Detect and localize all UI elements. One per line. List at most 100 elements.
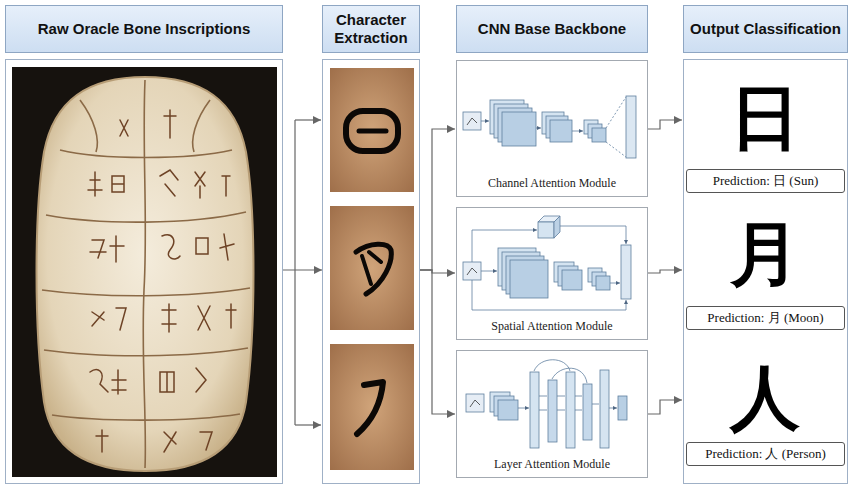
attention-module-box: Layer Attention Module: [456, 350, 648, 478]
spatial-attention-network-part: [560, 226, 626, 244]
inscription-marks-part: [110, 236, 124, 262]
character-tile: [330, 68, 414, 470]
channel-attention-network-part: [467, 118, 477, 125]
column-panel-part: [323, 60, 420, 484]
column-panel-part: [684, 60, 848, 484]
inscription-marks-part: [160, 372, 174, 392]
shell-seam-part: [42, 288, 250, 296]
flow-arrow: [420, 270, 455, 414]
inscription-marks-part: [196, 368, 206, 392]
input-column: Raw Oracle Bone Inscriptions: [5, 5, 283, 484]
prediction-box: Prediction: 月 (Moon): [686, 306, 845, 330]
prediction-box: Prediction: 日 (Sun): [686, 169, 845, 193]
split-bracket-part: [295, 119, 321, 120]
layer-attention-network-part: [618, 396, 627, 420]
inscription-marks-part: [162, 235, 180, 259]
shell-seam-part: [60, 150, 232, 158]
column-title: Raw Oracle Bone Inscriptions: [38, 20, 251, 38]
module-caption: Layer Attention Module: [494, 457, 610, 472]
shell-seam-part: [46, 212, 246, 222]
layer-attention-network-part: [530, 372, 539, 448]
channel-attention-network-part: [502, 112, 536, 146]
inscription-marks-part: [220, 234, 234, 260]
channel-attention-network-part: [592, 128, 606, 142]
character-tile-part: [330, 206, 414, 330]
spatial-attention-network-part: [481, 271, 497, 272]
spatial-attention-network-part: [467, 268, 477, 275]
prediction-text: Prediction: 日 (Sun): [713, 172, 818, 190]
spatial-attention-network-part: [472, 230, 537, 262]
prediction-box: Prediction: 人 (Person): [686, 442, 845, 466]
output-character: 月: [730, 219, 800, 289]
channel-attention-network-part: [572, 131, 583, 132]
spatial-attention-network-part: [562, 270, 582, 290]
channel-attention-network-part: [606, 97, 626, 157]
module-caption: Spatial Attention Module: [491, 319, 612, 334]
layer-attention-network-part: [539, 396, 617, 410]
inscription-marks-part: [200, 432, 212, 450]
inscription-marks-part: [195, 172, 205, 198]
inscription-marks-part: [120, 120, 128, 136]
oracle-glyph-part: [357, 382, 383, 434]
split-bracket-part: [295, 424, 321, 425]
shell-seam-part: [193, 100, 210, 152]
prediction-text: Prediction: 人 (Person): [705, 445, 826, 463]
spatial-attention-network: [463, 216, 631, 310]
spatial-attention-network-part: [621, 245, 631, 299]
flow-arrow: [648, 400, 682, 414]
module-caption: Channel Attention Module: [488, 176, 616, 191]
spatial-attention-network-part: [472, 280, 626, 310]
channel-attention-network-part: [481, 121, 489, 122]
inscription-marks-part: [92, 312, 104, 326]
inscription-marks: [88, 110, 236, 452]
oracle-bone-photo-part: [12, 67, 277, 477]
output-character: 日: [730, 83, 800, 153]
oracle-glyph-part: [362, 252, 381, 284]
column-header: Output Classification: [683, 5, 848, 53]
channel-attention-network-part: [463, 112, 481, 130]
shell-seam-part: [52, 414, 240, 420]
shell-seam: [42, 80, 250, 468]
oracle-glyph-part: [356, 244, 391, 294]
inscription-marks-part: [162, 304, 176, 332]
column-title: CNN Base Backbone: [478, 20, 626, 38]
column-header: Character Extraction: [322, 5, 420, 53]
split-bracket: [295, 120, 321, 425]
attention-module-box: Channel Attention Module: [456, 60, 648, 197]
layer-attention-network-part: [498, 400, 518, 420]
flow-arrow: [648, 120, 682, 129]
inscription-marks-part: [198, 306, 210, 330]
shell-seam-part: [44, 348, 248, 356]
spatial-attention-network-part: [596, 276, 610, 290]
column-header: Raw Oracle Bone Inscriptions: [5, 5, 283, 53]
inscription-marks-part: [196, 238, 208, 254]
spatial-attention-network-part: [510, 260, 548, 298]
inscription-marks-part: [160, 170, 178, 196]
oracle-glyph: [346, 111, 398, 434]
column-panel: [6, 60, 848, 484]
inscription-marks-part: [164, 432, 176, 452]
oracle-glyph-part: [359, 129, 386, 134]
character-tile-part: [330, 344, 414, 470]
inscription-marks-part: [112, 176, 124, 192]
inscription-marks-part: [164, 110, 176, 138]
layer-attention-network: [466, 360, 627, 448]
inscription-marks-part: [88, 172, 102, 196]
flow-arrow: [420, 129, 455, 270]
oracle-bone-photo-part: [37, 77, 254, 471]
oracle-glyph-part: [346, 111, 398, 151]
column-header: CNN Base Backbone: [456, 5, 648, 53]
layer-attention-network-part: [583, 384, 592, 440]
layer-attention-network-part: [548, 380, 557, 442]
channel-attention-network-part: [626, 96, 636, 158]
split-bracket-part: [294, 120, 295, 425]
shell-seam-part: [143, 80, 145, 468]
inscription-marks-part: [116, 308, 126, 330]
output-character: 人: [730, 363, 800, 433]
inscription-marks-part: [96, 430, 108, 452]
inscription-marks-part: [90, 370, 108, 392]
flow-arrow: [283, 269, 322, 270]
